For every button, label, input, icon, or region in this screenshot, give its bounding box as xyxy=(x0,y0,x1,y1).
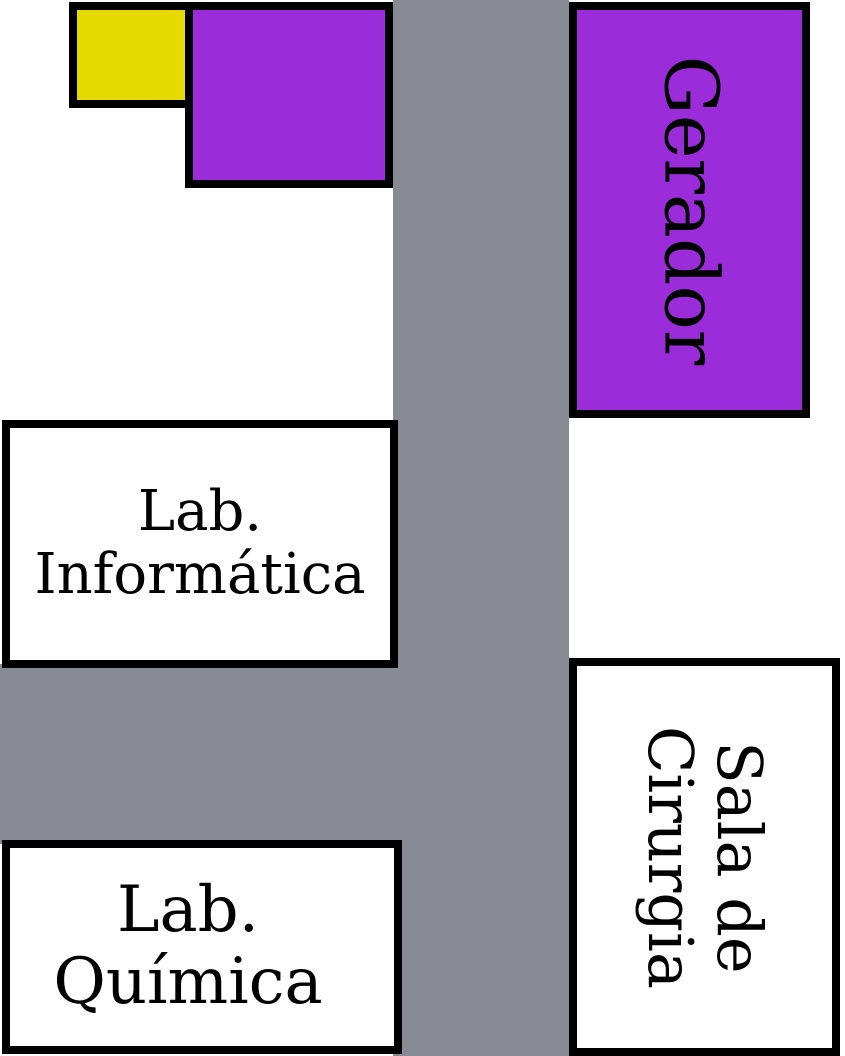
corridor-horizontal xyxy=(0,664,569,844)
sala-cirurgia-line1: Sala de xyxy=(702,740,776,974)
room-sala-de-cirurgia[interactable]: Sala de Cirurgia xyxy=(569,658,840,1056)
room-lab-quimica[interactable]: Lab. Química xyxy=(2,840,402,1054)
corridor-vertical xyxy=(393,0,569,1056)
lab-quimica-line2: Química xyxy=(53,945,323,1019)
lab-informatica-line2: Informática xyxy=(34,542,366,607)
lab-informatica-line1: Lab. xyxy=(137,479,263,545)
lab-quimica-line1: Lab. xyxy=(117,873,259,948)
room-lab-informatica[interactable]: Lab. Informática xyxy=(2,420,398,668)
sala-cirurgia-line2: Cirurgia xyxy=(633,725,707,989)
purple-block[interactable] xyxy=(185,2,393,188)
gerador-label: Gerador xyxy=(646,55,733,365)
room-gerador[interactable]: Gerador xyxy=(569,2,810,418)
yellow-block[interactable] xyxy=(69,2,197,108)
